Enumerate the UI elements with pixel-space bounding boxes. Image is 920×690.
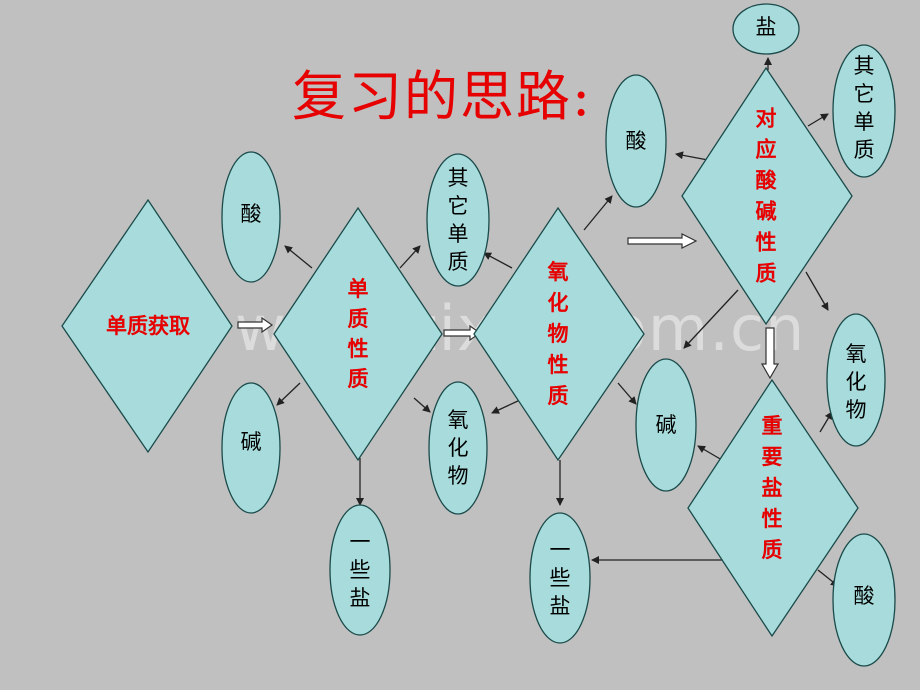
svg-text:氧化物: 氧化物 [448, 408, 469, 488]
oxide-properties-label: 氧化物性质 [548, 260, 569, 408]
connector-arrows [276, 57, 839, 587]
svg-text:其它单质: 其它单质 [854, 54, 875, 162]
diamond-oxide-properties: 氧化物性质 [473, 206, 645, 462]
svg-text:一些盐: 一些盐 [350, 530, 371, 610]
block-arrows [237, 233, 780, 380]
diamond-element-properties: 单质性质 [273, 206, 443, 462]
diamond-salt-properties: 重要盐性质 [687, 378, 859, 638]
arrow-oxide-to-acidbase [627, 233, 698, 249]
svg-text:酸: 酸 [854, 584, 875, 608]
ellipse-base-1: 碱 [221, 382, 281, 514]
ellipse-some-salts-1: 一些盐 [329, 504, 391, 636]
ellipse-base-2: 碱 [635, 358, 697, 492]
ellipse-acid-2: 酸 [605, 74, 667, 208]
salt-properties-label: 重要盐性质 [762, 414, 783, 562]
svg-text:碱: 碱 [656, 413, 677, 437]
diamond-acid-base-properties: 对应酸碱性质 [681, 66, 853, 326]
svg-text:碱: 碱 [241, 430, 262, 454]
ellipse-oxide-1: 氧化物 [428, 381, 488, 515]
diamond-element-source: 单质获取 [61, 198, 233, 454]
acid-base-properties-label: 对应酸碱性质 [756, 107, 778, 286]
svg-text:其它单质: 其它单质 [448, 166, 469, 274]
ellipse-acid-3: 酸 [832, 533, 896, 667]
slide-title: 复习的思路: [292, 65, 593, 128]
arrow-source-to-element [237, 316, 274, 334]
svg-text:酸: 酸 [626, 129, 647, 153]
ellipse-acid-1: 酸 [221, 151, 281, 283]
ellipse-salt-top: 盐 [732, 3, 800, 55]
ellipse-other-element-1: 其它单质 [426, 153, 490, 287]
element-properties-label: 单质性质 [348, 277, 369, 391]
ellipse-oxide-2: 氧化物 [826, 313, 886, 447]
svg-text:酸: 酸 [241, 202, 262, 226]
svg-text:一些盐: 一些盐 [550, 538, 571, 618]
arrow-acidbase-to-salt [760, 327, 780, 380]
ellipse-some-salts-2: 一些盐 [529, 512, 591, 644]
ellipse-other-element-2: 其它单质 [832, 44, 896, 178]
svg-text:氧化物: 氧化物 [846, 342, 867, 422]
element-source-label: 单质获取 [106, 314, 190, 338]
svg-text:盐: 盐 [756, 15, 777, 39]
